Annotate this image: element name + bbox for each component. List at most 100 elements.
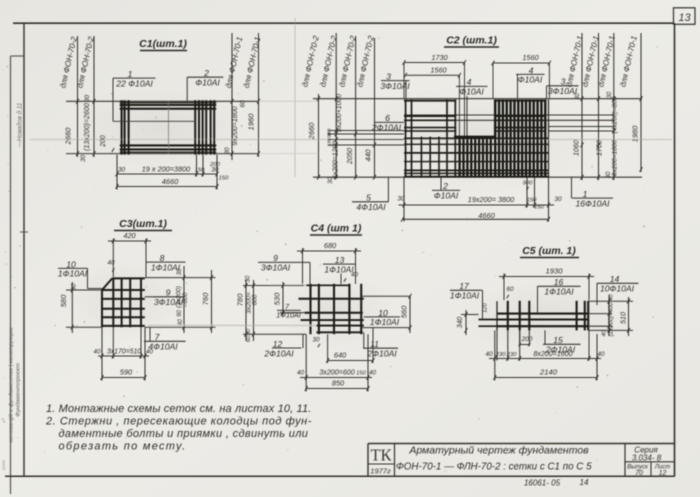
svg-text:30: 30 [224,147,231,155]
svg-text:Ф10АІ: Ф10АІ [195,78,220,88]
svg-text:30: 30 [607,91,613,98]
svg-text:130: 130 [327,138,333,146]
svg-text:780: 780 [236,293,245,306]
svg-text:60: 60 [246,335,252,342]
svg-text:14: 14 [580,478,589,487]
svg-text:40: 40 [597,351,605,358]
svg-text:60: 60 [506,286,514,293]
svg-text:1Ф10АІ: 1Ф10АІ [324,264,354,274]
svg-text:90: 90 [177,310,183,317]
svg-text:1: 1 [128,69,133,79]
svg-text:9: 9 [166,288,171,298]
svg-text:14: 14 [610,274,620,284]
svg-text:40: 40 [297,370,305,377]
svg-text:16061- 05: 16061- 05 [524,479,561,488]
svg-text:2140: 2140 [539,368,558,377]
svg-text:9: 9 [273,253,278,263]
svg-text:440: 440 [364,150,373,162]
svg-text:640: 640 [334,351,347,360]
svg-text:200: 200 [521,336,533,343]
svg-text:30: 30 [246,328,252,335]
svg-text:2Ф10АІ: 2Ф10АІ [545,345,576,355]
svg-text:30: 30 [312,337,320,344]
svg-text:1Ф10АІ: 1Ф10АІ [151,262,181,272]
svg-text:2660: 2660 [307,122,316,141]
svg-text:40: 40 [609,294,615,301]
svg-text:1. Монтажные схемы сеток см: 1. Монтажные схемы сеток см. на листах 1… [46,403,311,415]
svg-text:900: 900 [523,181,534,187]
svg-text:ФОН-70-1 — ФЛН-70-2 : сетки с: ФОН-70-1 — ФЛН-70-2 : сетки с С1 по С 5 [396,462,592,473]
svg-text:180: 180 [327,128,333,136]
svg-text:=600: =600 [182,292,189,307]
svg-text:760: 760 [201,292,210,305]
svg-text:Ф10АІ: Ф10АІ [434,191,459,201]
svg-text:850: 850 [332,379,345,388]
svg-text:3.034- 8: 3.034- 8 [632,454,662,463]
svg-text:150: 150 [534,205,545,211]
svg-text:(3х200): (3х200) [176,286,183,308]
svg-text:30: 30 [606,171,612,178]
svg-text:150: 150 [356,371,366,377]
svg-text:(13х200)=2600: (13х200)=2600 [83,103,91,151]
svg-text:(4х200)=800: (4х200)=800 [612,96,619,133]
svg-text:19 х 200=3800: 19 х 200=3800 [142,164,191,173]
svg-text:17: 17 [459,281,470,291]
svg-text:даментные болты и приямки ,: даментные болты и приямки , сдвинуть или [59,428,309,440]
svg-text:4660: 4660 [162,177,179,186]
svg-text:(2х200)=400: (2х200)=400 [609,302,615,337]
svg-text:4: 4 [529,65,534,75]
svg-text:30: 30 [211,166,219,173]
svg-text:2660: 2660 [64,127,73,146]
svg-text:12: 12 [659,470,667,477]
svg-text:680: 680 [324,241,337,250]
svg-text:590: 590 [120,368,133,377]
svg-text:C4 (шт 1): C4 (шт 1) [311,223,362,235]
svg-text:70: 70 [635,470,643,477]
svg-text:1730: 1730 [431,53,447,62]
svg-text:230: 230 [495,352,507,358]
svg-text:30: 30 [246,275,252,282]
svg-text:100: 100 [327,133,333,141]
svg-text:2050: 2050 [345,148,354,165]
svg-text:40: 40 [93,349,101,356]
svg-text:1560: 1560 [522,53,538,62]
svg-text:30: 30 [328,177,334,184]
svg-text:510: 510 [619,312,628,324]
svg-text:600: 600 [252,294,259,305]
svg-text:420: 420 [123,231,136,240]
svg-text:1060: 1060 [572,140,581,156]
svg-text:3Ф10АІ: 3Ф10АІ [154,297,184,307]
svg-text:16Ф10АІ: 16Ф10АІ [575,198,610,208]
svg-text:40: 40 [146,349,154,356]
svg-text:10Ф10АІ: 10Ф10АІ [600,284,635,294]
svg-text:150: 150 [527,198,538,204]
svg-text:1930: 1930 [546,267,564,276]
svg-text:200: 200 [209,162,221,168]
svg-text:150: 150 [195,167,206,173]
svg-text:2. Стержни , пересекающие кол: 2. Стержни , пересекающие колодцы под фу… [45,416,312,428]
svg-text:19х200= 3800: 19х200= 3800 [468,195,514,204]
svg-text:580: 580 [59,294,68,307]
svg-text:30: 30 [397,196,405,203]
svg-text:120: 120 [483,302,489,312]
svg-text:4Ф10АІ: 4Ф10АІ [148,342,178,352]
svg-text:9х200=1800: 9х200=1800 [231,106,239,145]
svg-text:5х200+1000: 5х200+1000 [336,94,343,132]
svg-text:40: 40 [485,351,493,358]
svg-text:200: 200 [100,135,107,148]
svg-text:3Ф10АІ: 3Ф10АІ [380,81,410,91]
svg-text:22 Ф10АІ: 22 Ф10АІ [115,78,153,88]
svg-text:30: 30 [118,167,126,174]
svg-text:1Ф10АІ: 1Ф10АІ [276,311,301,320]
svg-text:Выпуск: Выпуск [627,465,649,471]
svg-text:230: 230 [506,352,518,358]
svg-text:1977г: 1977г [370,467,391,476]
svg-text:6: 6 [385,113,390,123]
svg-text:Арматурный чертеж фундаменто: Арматурный чертеж фундаментов [408,445,589,457]
svg-text:3х200=600: 3х200=600 [319,369,354,377]
svg-text:30: 30 [84,95,91,103]
svg-text:C5 (шт. 1): C5 (шт. 1) [522,245,576,257]
svg-text:Фундаментпроект: Фундаментпроект [16,363,22,417]
svg-text:8: 8 [160,253,165,263]
svg-text:40: 40 [351,272,359,279]
